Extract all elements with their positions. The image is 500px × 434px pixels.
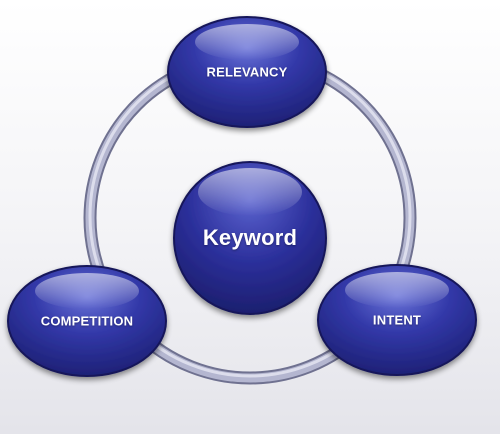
competition-label: COMPETITION [40, 313, 134, 329]
center-label: Keyword [202, 225, 298, 250]
relevancy-node [167, 16, 327, 128]
intent-label: INTENT [372, 312, 422, 328]
competition-node [7, 265, 167, 377]
center-node [173, 161, 327, 315]
intent-node [317, 264, 477, 376]
relevancy-label: RELEVANCY [206, 64, 288, 80]
